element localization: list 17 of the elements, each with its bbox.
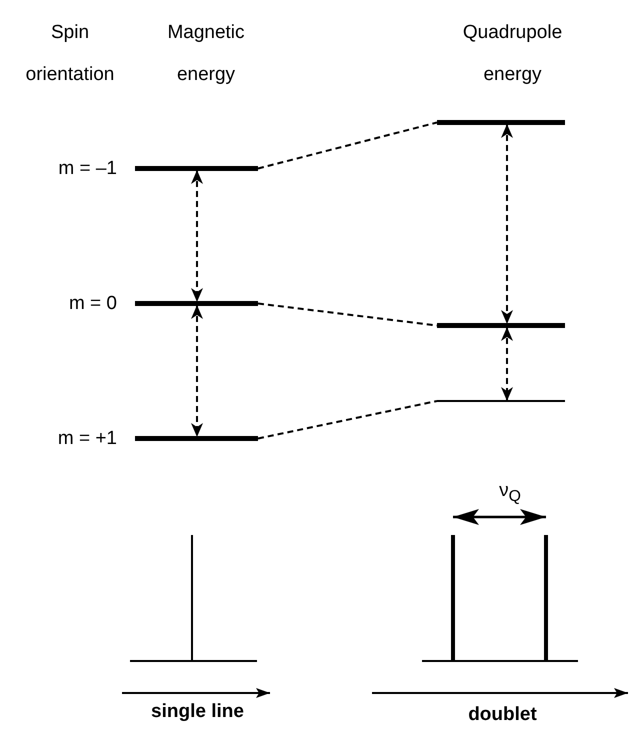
- transition-arrow: [501, 327, 513, 401]
- transition-arrow: [191, 305, 203, 437]
- spin-state-label: m = 0: [68, 292, 117, 314]
- column-heading: Spin orientation: [24, 21, 116, 87]
- correlation-line: [258, 122, 438, 170]
- correlation-line: [258, 400, 438, 440]
- energy-level-line: [437, 400, 565, 402]
- column-heading: Quadrupole energy: [462, 21, 564, 87]
- spectrum-caption: doublet: [467, 703, 538, 727]
- spectrum-caption: single line: [150, 700, 245, 724]
- dimension-label: ν$_{Q}$: [498, 479, 522, 507]
- column-heading: Magnetic energy: [166, 21, 246, 87]
- transition-arrow: [191, 170, 203, 302]
- correlation-line: [258, 302, 438, 326]
- spin-state-label: m = +1: [58, 428, 117, 450]
- spin-state-label: m = –1: [58, 158, 117, 180]
- transition-arrow: [501, 124, 513, 324]
